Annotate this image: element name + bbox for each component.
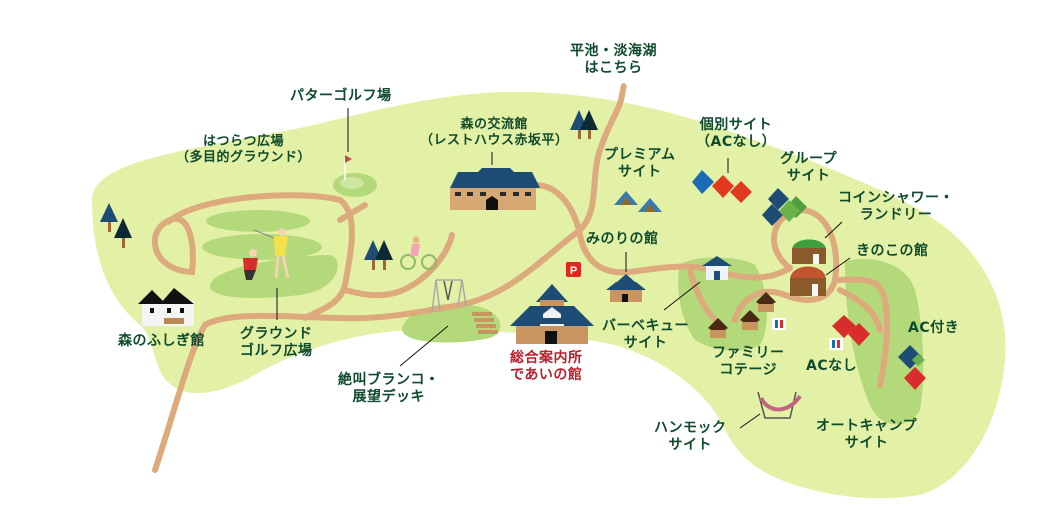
golfer-icon bbox=[243, 228, 290, 280]
putter-green-inner bbox=[340, 177, 364, 189]
golf-meadow-3 bbox=[209, 255, 338, 298]
label-coin-shower: コインシャワー・ ランドリー bbox=[838, 190, 954, 223]
flag-icon bbox=[344, 155, 352, 180]
label-family: ファミリー コテージ bbox=[712, 345, 785, 378]
label-minori: みのりの館 bbox=[586, 231, 659, 247]
group-tent-icon bbox=[762, 188, 807, 226]
swing-icon bbox=[431, 279, 467, 313]
ac-nashi-tent-icon bbox=[832, 315, 870, 346]
bbq-leader-line bbox=[663, 281, 701, 311]
premium-tent-icon bbox=[614, 191, 662, 212]
tree-icon bbox=[100, 110, 598, 270]
label-mori-fushigi: 森のふしぎ館 bbox=[118, 333, 205, 349]
label-kinoko: きのこの館 bbox=[856, 243, 929, 259]
label-hirachi: 平池・淡海湖 はこちら bbox=[570, 43, 657, 76]
hammock-leader-line bbox=[739, 413, 761, 429]
parking-label: P bbox=[570, 265, 577, 277]
kobetsu-tent-icon bbox=[692, 170, 752, 203]
cyclist-icon bbox=[400, 236, 437, 270]
label-hatsuratsu: はつらつ広場 （多目的グラウンド） bbox=[176, 134, 312, 165]
label-mori-kouryu: 森の交流館 （レストハウス赤坂平） bbox=[420, 117, 569, 148]
label-bbq: バーベキュー サイト bbox=[602, 318, 689, 351]
museum-icon bbox=[138, 288, 194, 326]
coin-shower-icon bbox=[792, 239, 826, 264]
minori-hall-icon bbox=[606, 274, 646, 302]
label-group: グループ サイト bbox=[780, 151, 838, 184]
golf-meadow-1 bbox=[206, 210, 310, 232]
coin-shower-leader-line bbox=[824, 221, 843, 239]
kinoko-hall-icon bbox=[790, 266, 826, 296]
exchange-hall-icon bbox=[450, 168, 540, 210]
label-ac-nashi: ACなし bbox=[806, 358, 858, 374]
label-premium: プレミアム サイト bbox=[604, 147, 676, 180]
deck-stairs-icon bbox=[472, 312, 498, 334]
label-kobetsu: 個別サイト （ACなし） bbox=[696, 117, 777, 150]
kinoko-leader-line bbox=[825, 257, 851, 276]
label-ground-golf: グラウンド ゴルフ広場 bbox=[240, 326, 313, 359]
label-ac-tsuki: AC付き bbox=[908, 320, 960, 336]
golf-meadow-2 bbox=[202, 234, 322, 260]
label-annaijo: 総合案内所 であいの館 bbox=[510, 350, 583, 383]
label-zekkyo: 絶叫ブランコ・ 展望デッキ bbox=[338, 372, 440, 405]
hammock-icon bbox=[757, 391, 802, 419]
label-putter-golf: パターゴルフ場 bbox=[290, 88, 392, 104]
cottage-icon bbox=[708, 292, 776, 338]
bbq-house-icon bbox=[702, 256, 732, 280]
ac-tsuki-tent-icon bbox=[898, 345, 926, 390]
parking-sign bbox=[566, 262, 581, 277]
restroom-icon bbox=[772, 318, 843, 350]
label-hammock: ハンモック サイト bbox=[654, 420, 727, 453]
label-auto-camp: オートキャンプ サイト bbox=[816, 418, 918, 451]
info-center-icon bbox=[510, 284, 594, 344]
zekkyo-leader-line bbox=[399, 325, 449, 367]
